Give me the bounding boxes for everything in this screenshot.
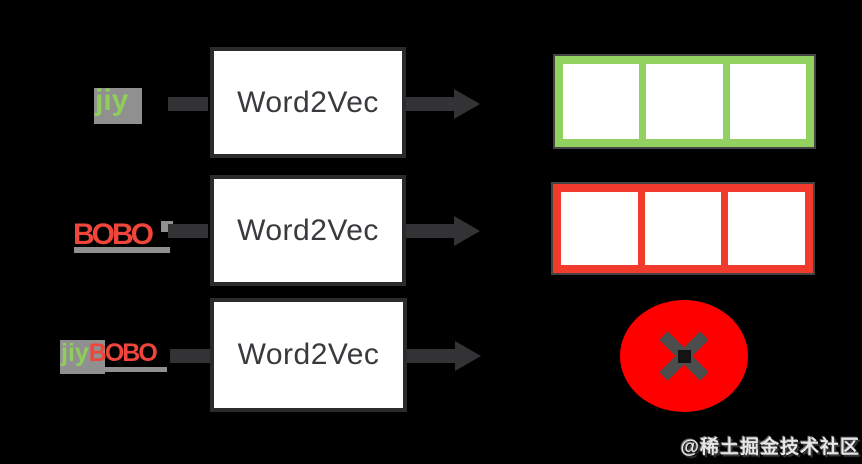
input-word-1-text: jiy	[95, 84, 129, 117]
vector-cell	[563, 64, 640, 139]
vector-output-red	[553, 184, 813, 273]
label-artifact-strip	[74, 247, 170, 253]
word2vec-box-2-label: Word2Vec	[237, 213, 379, 247]
vector-output-green	[555, 56, 814, 147]
vector-cell	[728, 192, 806, 265]
word2vec-box-1-label: Word2Vec	[237, 85, 379, 119]
label-artifact-strip	[105, 367, 167, 372]
watermark: @稀土掘金技术社区	[680, 437, 860, 458]
input-word-2: BOBO	[73, 218, 154, 251]
vector-cell	[644, 192, 722, 265]
vector-cell	[729, 64, 806, 139]
arrow-input-2	[168, 224, 208, 238]
vector-cell	[646, 64, 723, 139]
arrow-input-1	[168, 97, 208, 111]
arrow-input-3	[170, 349, 210, 363]
input-word-3-text-red: BOBO	[88, 339, 158, 367]
word2vec-box-3-label: Word2Vec	[237, 338, 380, 371]
word2vec-box-1: Word2Vec	[210, 47, 406, 158]
error-circle	[620, 300, 748, 412]
arrow-output-1-shaft	[406, 97, 454, 111]
label-artifact-block	[60, 340, 105, 374]
input-word-3-text-green: jiy	[61, 339, 89, 367]
arrow-output-2-head-icon	[454, 216, 480, 246]
input-word-1: jiy	[95, 86, 128, 116]
arrow-output-1-head-icon	[454, 89, 480, 119]
arrow-output-3-head-icon	[455, 341, 481, 371]
label-artifact-block	[161, 221, 173, 232]
arrow-output-3-shaft	[407, 349, 455, 363]
input-word-3: jiyBOBO	[61, 339, 158, 367]
x-mark-center	[677, 349, 691, 363]
input-word-2-text: BOBO	[73, 218, 154, 251]
arrow-output-2-shaft	[406, 224, 454, 238]
vector-cell	[561, 192, 638, 265]
word2vec-box-3: Word2Vec	[210, 298, 407, 412]
label-artifact-block	[94, 88, 142, 124]
word2vec-box-2: Word2Vec	[210, 175, 406, 286]
